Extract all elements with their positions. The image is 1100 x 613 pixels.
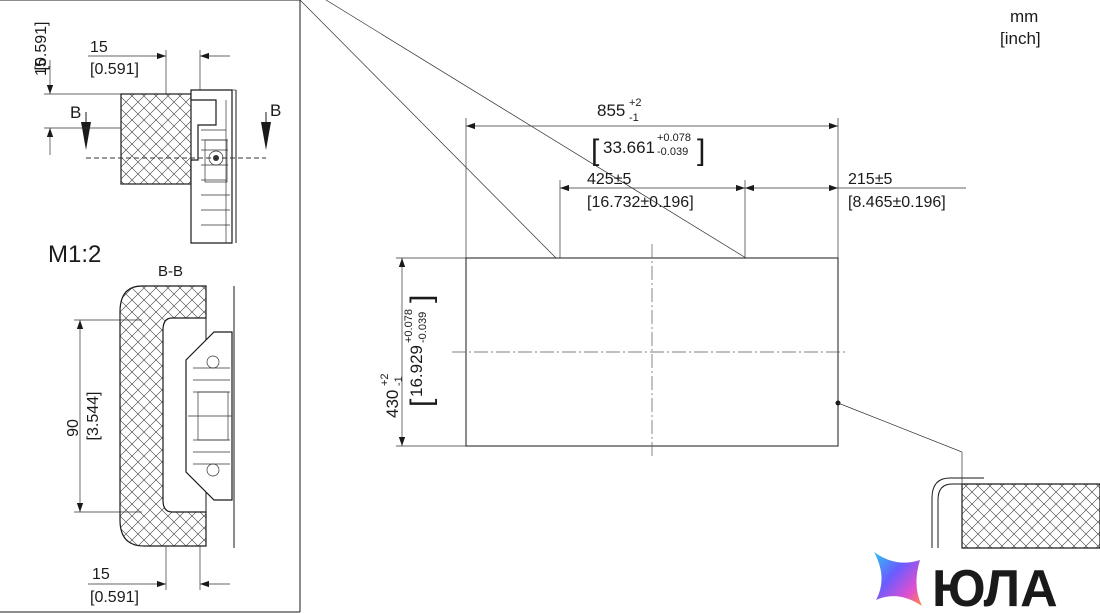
dim-center-mm: 425±5 — [587, 171, 631, 188]
section-mark-left: B — [70, 103, 81, 122]
logo-mark-icon — [874, 552, 922, 606]
dim-height-mm: 90 — [65, 419, 82, 437]
dim-bottom-mm: 15 — [92, 566, 110, 583]
dim-width-in-tol-minus: -0.039 — [657, 146, 688, 158]
insulation-corner — [961, 483, 1100, 549]
dim-height-cut-in: 16.929 — [407, 345, 426, 397]
bracket-open-width: [ — [591, 134, 600, 167]
bracket-open-height: [ — [405, 398, 438, 407]
insulation-profile-section — [119, 285, 207, 547]
dim-height-in: [3.544] — [85, 392, 102, 441]
dim-width-in-tol-plus: +0.078 — [657, 132, 691, 144]
detail-leader-lines — [299, 0, 747, 259]
section-bb-view: B-B 90 [3.544] 15 [0.591] — [65, 263, 235, 606]
dim-center-in: [16.732±0.196] — [587, 194, 694, 211]
dim-top-in: [0.591] — [90, 61, 139, 78]
panel-frame-upper — [190, 89, 233, 244]
dim-edge-in: [8.465±0.196] — [848, 194, 946, 211]
insulation-block-upper — [120, 93, 192, 185]
corner-detail-leader — [837, 402, 963, 490]
bracket-close-width: ] — [697, 134, 705, 167]
dim-height-in-tol-plus: +0.078 — [403, 309, 415, 343]
detail-frame — [0, 0, 301, 613]
dim-width-tol-plus: +2 — [629, 97, 642, 109]
dim-vertical-in: [0.591] — [33, 22, 50, 71]
detail-frame-border — [0, 0, 301, 612]
section-label: B-B — [158, 263, 183, 280]
dim-bottom-in: [0.591] — [90, 589, 139, 606]
logo-text: ЮЛА — [932, 560, 1058, 613]
dim-height-tol-plus: +2 — [379, 373, 391, 386]
dim-height-in-tol-minus: -0.039 — [417, 312, 429, 343]
dim-width-mm: 855 — [597, 101, 625, 120]
dim-height-tol-minus: -1 — [393, 376, 405, 386]
dim-edge-mm: 215±5 — [848, 171, 892, 188]
corner-detail-view — [931, 477, 1100, 549]
bracket-close-height: ] — [405, 295, 438, 303]
units-primary: mm — [1010, 7, 1038, 26]
section-arrow-right — [261, 122, 271, 150]
section-mark-right: B — [270, 101, 281, 120]
dim-height-cut-mm: 430 — [383, 390, 402, 418]
scale-label: M1:2 — [48, 241, 101, 268]
cutout-view: 855 +2 -1 [ 33.661 +0.078 -0.039 ] 425±5… — [379, 97, 966, 490]
section-arrow-left — [81, 122, 91, 150]
dim-width-tol-minus: -1 — [629, 112, 639, 124]
dim-vertical-mm: 15 — [33, 58, 50, 76]
dim-top-mm: 15 — [90, 39, 108, 56]
logo: ЮЛА — [874, 552, 1058, 613]
units-secondary: [inch] — [1000, 29, 1041, 48]
upper-detail-view: B B 15 [0.591] 15 [0.591] — [33, 22, 281, 244]
dim-width-in: 33.661 — [603, 138, 655, 157]
